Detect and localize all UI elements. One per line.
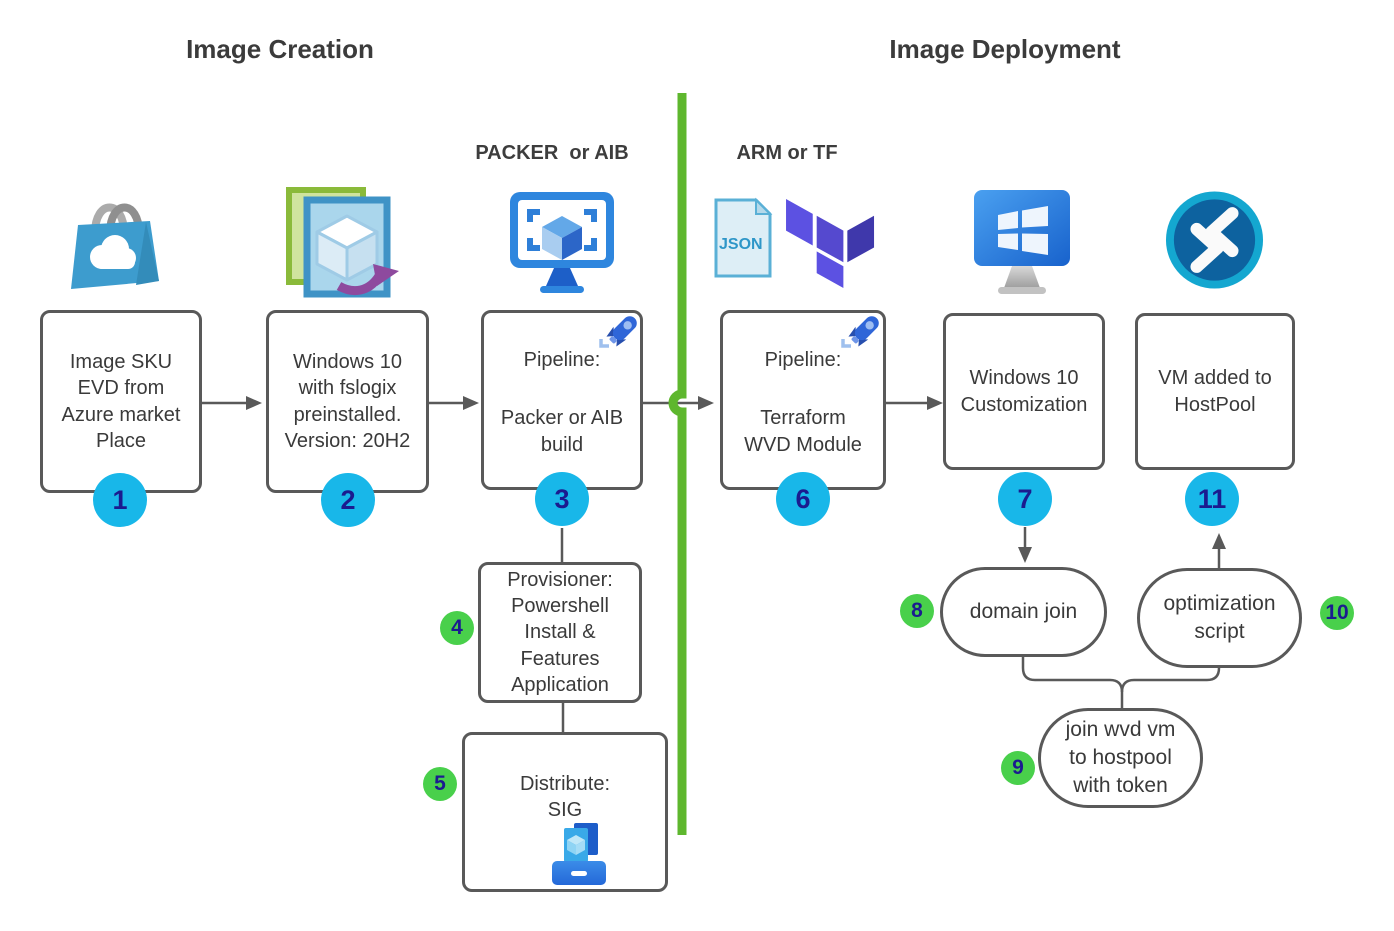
node-image-sku: Image SKU EVD from Azure market Place [40,310,202,493]
rocket-icon [596,312,642,352]
step-badge-1: 1 [93,473,147,527]
node-packer-pipeline: Pipeline: Packer or AIB build [481,310,643,490]
node-optimization: optimization script [1137,568,1302,668]
node-packer-pipeline-title: Pipeline: [523,349,601,371]
step-badge-8: 8 [900,594,934,628]
arrowhead-6-7 [927,396,943,410]
arrowhead-3-6 [698,396,714,410]
node-customization-label: Windows 10 Customization [960,367,1088,416]
node-windows10: Windows 10 with fslogix preinstalled. Ve… [266,310,429,493]
node-vm-added-label: VM added to HostPool [1158,367,1272,416]
node-distribute-sig-label: Distribute: SIG [519,773,611,822]
green-divider-line [668,93,687,835]
step-badge-2: 2 [321,473,375,527]
terraform-icon [786,199,881,288]
json-file-icon: JSON [712,196,774,280]
arrowhead-7-8 [1018,547,1032,563]
node-join-hostpool-label: join wvd vm to hostpool with token [1065,718,1176,797]
line-8-to-9 [1021,657,1124,708]
node-packer-pipeline-label: Packer or AIB build [500,407,624,456]
node-domain-join-label: domain join [969,600,1078,624]
step-badge-6: 6 [776,472,830,526]
node-join-hostpool: join wvd vm to hostpool with token [1038,708,1203,808]
node-terraform-pipeline-label: Terraform WVD Module [744,407,862,456]
title-image-creation: Image Creation [186,34,374,64]
step-badge-7: 7 [998,472,1052,526]
node-windows10-label: Windows 10 with fslogix preinstalled. Ve… [284,350,411,452]
step-badge-4: 4 [440,611,474,645]
node-optimization-label: optimization script [1163,592,1276,643]
node-terraform-pipeline-title: Pipeline: [764,349,842,371]
node-customization: Windows 10 Customization [943,313,1105,470]
windows-vm-icon [966,188,1078,296]
vm-image-icon [283,186,411,298]
line-10-to-9 [1120,667,1221,693]
arrowhead-1-2 [246,396,262,410]
sig-icon [544,823,614,887]
title-image-deployment: Image Deployment [889,34,1121,64]
step-badge-11: 11 [1185,472,1239,526]
label-arm-or-tf: ARM or TF [736,142,838,164]
label-packer-or-aib: PACKER or AIB [475,142,629,164]
arrowhead-2-3 [463,396,479,410]
arrowhead-10-11 [1212,533,1226,549]
node-vm-added: VM added to HostPool [1135,313,1295,470]
step-badge-5: 5 [423,767,457,801]
connector-lines [202,401,1221,732]
avd-icon [1163,188,1266,292]
arrow-heads [246,396,1226,563]
rocket-icon [838,312,884,352]
step-badge-3: 3 [535,472,589,526]
step-badge-10: 10 [1320,596,1354,630]
node-provisioner: Provisioner: Powershell Install & Featur… [478,562,642,703]
node-image-sku-label: Image SKU EVD from Azure market Place [61,350,181,452]
marketplace-icon [62,183,162,295]
node-domain-join: domain join [940,567,1107,657]
step-badge-9: 9 [1001,751,1035,785]
image-builder-icon [506,186,618,298]
node-provisioner-label: Provisioner: Powershell Install & Featur… [507,568,613,697]
json-icon-label: JSON [719,236,763,253]
